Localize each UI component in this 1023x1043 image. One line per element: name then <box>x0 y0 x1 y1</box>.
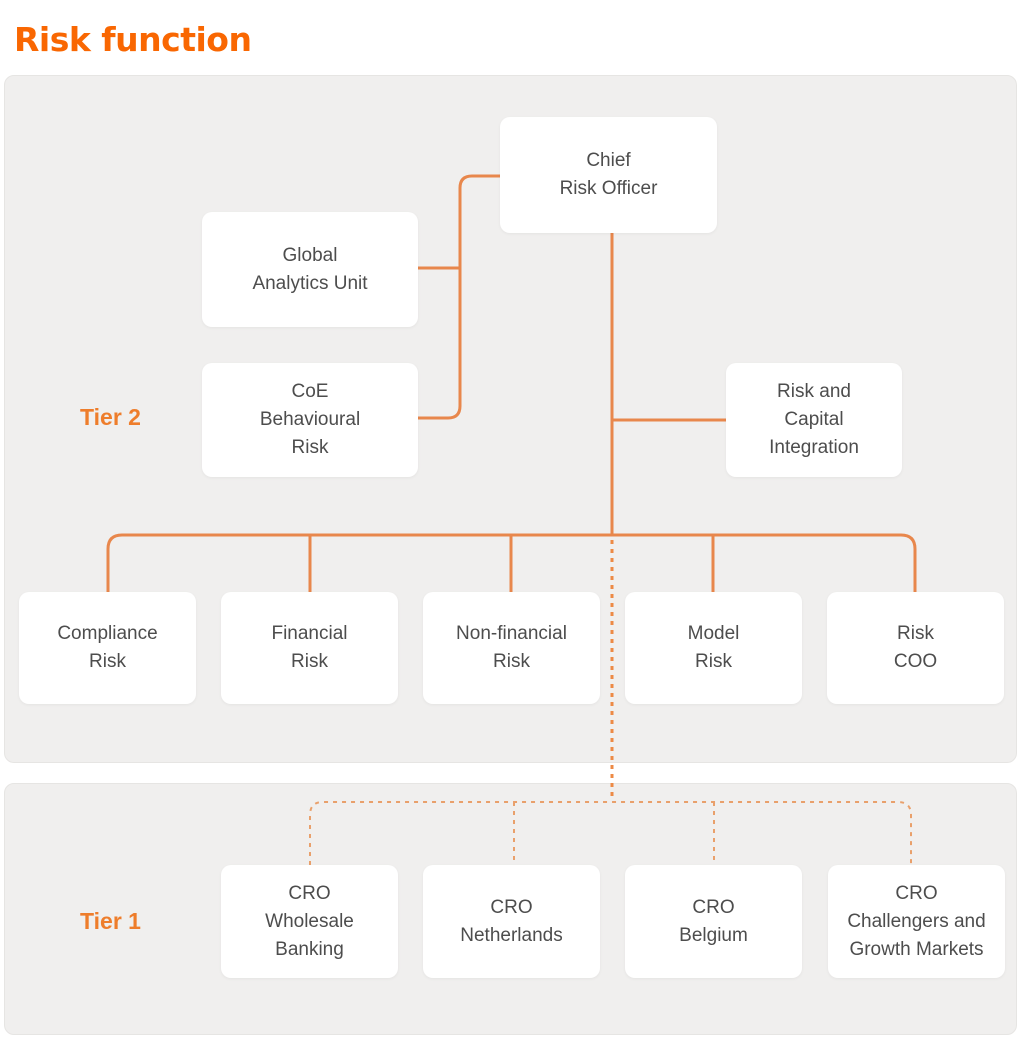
node-cro-wholesale-banking: CRO Wholesale Banking <box>221 865 398 978</box>
node-coe-behavioural-risk: CoE Behavioural Risk <box>202 363 418 477</box>
node-financial-risk: Financial Risk <box>221 592 398 704</box>
node-compliance-risk: Compliance Risk <box>19 592 196 704</box>
tier2-label: Tier 2 <box>80 404 141 430</box>
node-non-financial-risk: Non-financial Risk <box>423 592 600 704</box>
node-cro-belgium: CRO Belgium <box>625 865 802 978</box>
page-title: Risk function <box>14 20 252 59</box>
tier1-label: Tier 1 <box>80 908 141 934</box>
node-risk-and-capital-integration: Risk and Capital Integration <box>726 363 902 477</box>
connector-cro-left-bracket <box>418 174 502 420</box>
node-risk-coo: Risk COO <box>827 592 1004 704</box>
node-cro-netherlands: CRO Netherlands <box>423 865 600 978</box>
node-cro-challengers-growth-markets: CRO Challengers and Growth Markets <box>828 865 1005 978</box>
connector-tier1-distribution <box>309 801 912 865</box>
node-global-analytics-unit: Global Analytics Unit <box>202 212 418 327</box>
node-chief-risk-officer: Chief Risk Officer <box>500 117 717 233</box>
node-model-risk: Model Risk <box>625 592 802 704</box>
